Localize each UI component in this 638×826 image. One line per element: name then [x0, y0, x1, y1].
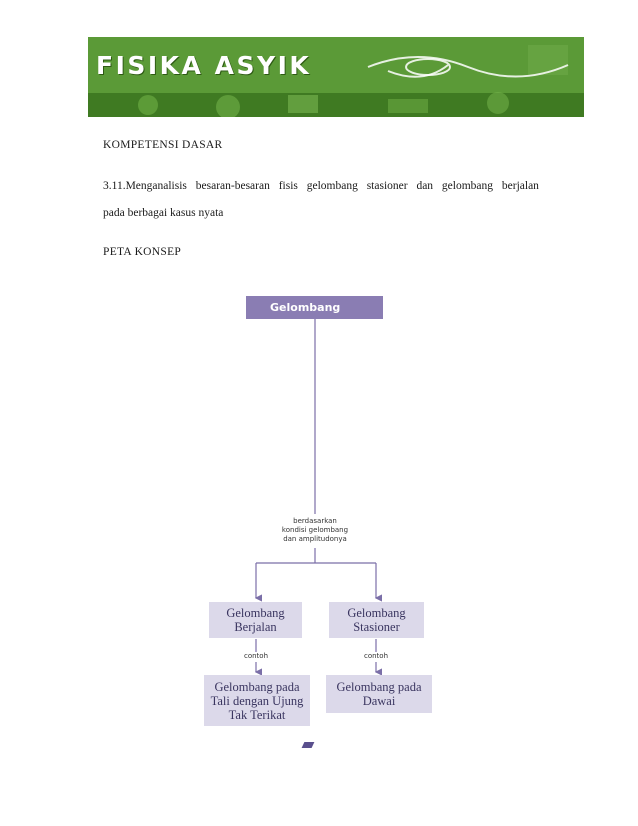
example-label-right: contoh	[356, 652, 396, 661]
kd-line-2: pada berbagai kasus nyata	[103, 207, 224, 219]
kd-word: berjalan	[501, 180, 539, 192]
link-label: berdasarkan kondisi gelombang dan amplit…	[268, 517, 362, 544]
header-banner: FISIKA ASYIK	[88, 37, 584, 117]
concept-node-tali: Gelombang pada Tali dengan Ujung Tak Ter…	[204, 675, 310, 726]
kd-word: besaran-besaran	[195, 180, 270, 192]
node-line: Stasioner	[353, 620, 400, 634]
example-label-left: contoh	[236, 652, 276, 661]
node-line: Gelombang pada	[214, 679, 300, 694]
link-label-line: berdasarkan	[293, 517, 337, 525]
banner-background-pattern	[88, 37, 584, 117]
node-line: Berjalan	[234, 620, 277, 634]
kd-word: 3.11.Menganalisis	[103, 180, 187, 192]
node-line: Tali dengan Ujung	[210, 693, 304, 708]
node-line: Gelombang pada	[336, 680, 422, 694]
node-line: Tak Terikat	[228, 707, 286, 722]
node-line: Gelombang	[347, 606, 406, 620]
node-line: Dawai	[362, 694, 396, 708]
concept-node-root: Gelombang	[246, 296, 383, 319]
kompetensi-heading: KOMPETENSI DASAR	[103, 139, 223, 151]
kd-word: gelombang	[441, 180, 494, 192]
kd-word: dan	[416, 180, 434, 192]
banner-title: FISIKA ASYIK	[96, 51, 312, 80]
peta-konsep-heading: PETA KONSEP	[103, 246, 182, 258]
concept-node-dawai: Gelombang pada Dawai	[326, 675, 432, 713]
concept-node-stasioner: Gelombang Stasioner	[329, 602, 424, 638]
node-line: Gelombang	[226, 606, 285, 620]
kd-word: gelombang	[306, 180, 358, 192]
link-label-line: dan amplitudonya	[283, 535, 347, 543]
kd-word: stasioner	[366, 180, 408, 192]
kd-word: fisis	[278, 180, 298, 192]
concept-node-berjalan: Gelombang Berjalan	[209, 602, 302, 638]
kd-line-1: 3.11.Menganalisis besaran-besaran fisis …	[103, 180, 539, 192]
link-label-line: kondisi gelombang	[281, 526, 349, 534]
